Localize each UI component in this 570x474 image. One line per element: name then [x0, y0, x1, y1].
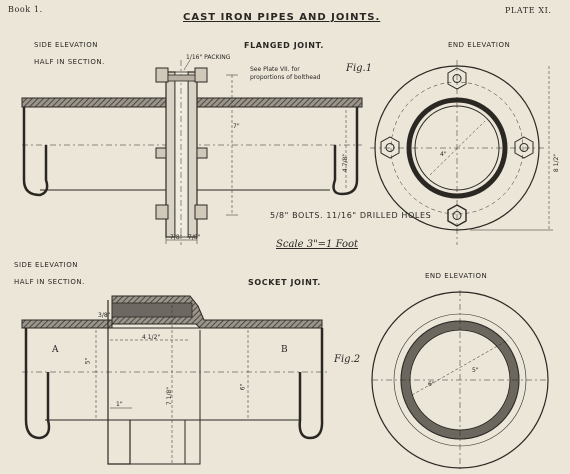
socket-joint-title: SOCKET JOINT.: [248, 278, 321, 287]
bolt-right: [514, 136, 534, 159]
dim-four-half-socket: 4 1/2": [142, 334, 161, 341]
end-elevation-2-label: END ELEVATION: [425, 272, 488, 280]
flanged-joint-title: FLANGED JOINT.: [244, 41, 325, 50]
dim-six-end2: 6": [428, 381, 435, 388]
dim-right-flanged: 7/8": [188, 234, 201, 241]
page-title: CAST IRON PIPES AND JOINTS.: [183, 12, 381, 23]
plate-label: PLATE XI.: [505, 6, 552, 15]
dim-inner-end: 4": [440, 151, 447, 158]
packing-label: 1/16" PACKING: [186, 54, 231, 61]
fig1-label: Fig.1: [346, 63, 373, 74]
dim-seven-flanged: 7": [233, 123, 240, 130]
socket-half-section-label: HALF IN SECTION.: [14, 278, 85, 286]
dim-left-flanged: 7/8": [170, 234, 183, 241]
dim-seven-socket: 7 1/8": [166, 386, 174, 406]
end-elevation-1-label: END ELEVATION: [448, 41, 511, 49]
dim-six-socket: 6": [239, 383, 247, 391]
book-label: Book 1.: [8, 5, 43, 14]
socket-side-elevation: [21, 295, 330, 465]
flanged-side-elevation: [21, 59, 363, 245]
label-b: B: [281, 345, 288, 355]
scale-label: Scale 3"=1 Foot: [276, 239, 359, 250]
bolts-label: 5/8" BOLTS. 11/16" DRILLED HOLES: [270, 211, 432, 220]
label-a: A: [52, 345, 59, 355]
socket-side-elevation-label: SIDE ELEVATION: [14, 261, 78, 269]
dim-five-end2: 5": [472, 367, 479, 374]
dim-one-socket: 1": [116, 401, 123, 408]
flanged-side-elevation-label: SIDE ELEVATION: [34, 41, 98, 49]
end-elevation-socket: [371, 290, 549, 470]
dim-five-socket: 5": [84, 357, 92, 365]
bolt-left: [380, 136, 400, 159]
flanged-half-section-label: HALF IN SECTION.: [34, 58, 105, 66]
dim-eight-end: 8 1/2": [553, 153, 561, 173]
dim-four-flanged: 4 7/8": [342, 153, 350, 173]
plate-note-line1: See Plate VII. for: [250, 66, 300, 73]
plate-note-line2: proportions of bolthead: [250, 74, 321, 81]
end-elevation-flanged: [370, 60, 553, 245]
fig2-label: Fig.2: [334, 354, 361, 365]
dim-small-socket: 3/8": [98, 312, 111, 319]
